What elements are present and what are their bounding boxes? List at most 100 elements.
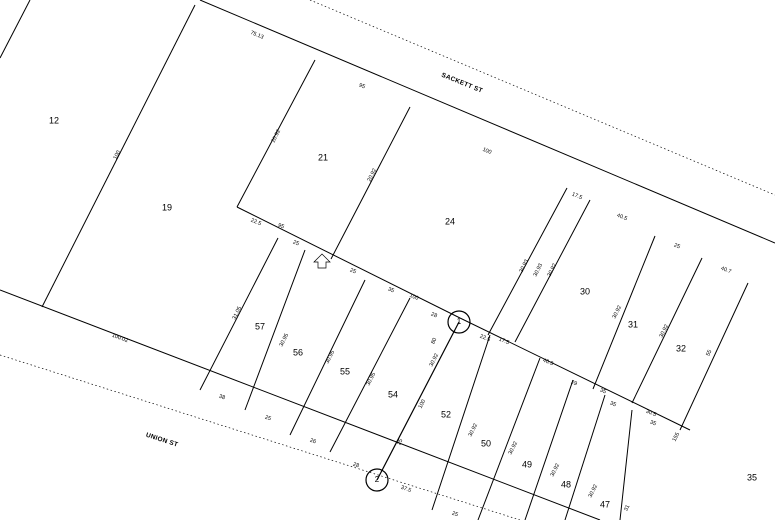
lot-number: 31 (628, 319, 638, 329)
lot-number: 54 (388, 389, 398, 399)
dimension-label: 30.92 (659, 324, 670, 339)
dimension-label: 25 (264, 415, 272, 423)
lot-number: 30 (580, 286, 590, 296)
dimension-label: 30.92 (588, 484, 599, 499)
dimension-label: 25 (451, 511, 459, 519)
lot-number: 35 (747, 472, 757, 482)
dimension-label: 55 (705, 349, 713, 357)
marker-2-circle[interactable] (365, 468, 389, 492)
dimension-label: 25 (349, 267, 357, 275)
lot-number: 56 (293, 347, 303, 357)
dimension-label: 22.5 (250, 218, 262, 228)
lot-line-56-55 (289, 279, 366, 436)
lot-line-12-19 (41, 4, 196, 308)
lot-line-57-w (199, 237, 279, 391)
lot-line-57-56 (244, 249, 306, 411)
dimension-label: 40.3 (542, 358, 554, 368)
dimension-label: 30.92 (547, 263, 558, 278)
dimension-label: 35 (387, 286, 395, 294)
union-row-line (0, 354, 521, 520)
measure-segment (376, 321, 460, 481)
dimension-label: 30.92 (550, 463, 561, 478)
union-block-line (0, 289, 601, 520)
lot-line-47-e (619, 409, 633, 520)
dimension-label: 31 (623, 504, 631, 512)
lot-number: 50 (481, 438, 491, 448)
lot-line-49-48 (524, 379, 574, 520)
street-label-sackett: SACKETT ST (440, 72, 483, 95)
dimension-label: 95 (277, 222, 285, 230)
dimension-label: 37.5 (400, 485, 412, 494)
lot-line-19-21 (236, 59, 316, 208)
dimension-label: 25 (396, 438, 404, 446)
lot-line-24-30b (514, 199, 591, 343)
dimension-label: 30.95 (279, 333, 290, 348)
dimension-label: 35 (609, 400, 617, 408)
block-corner-line (0, 0, 31, 59)
lot-number: 19 (162, 202, 172, 212)
dimension-label: 17.5 (571, 192, 583, 202)
marker-1-circle[interactable] (447, 310, 471, 334)
north-arrow-icon (313, 253, 331, 269)
lot-number: 21 (318, 152, 328, 162)
dimension-label: 155 (672, 432, 681, 443)
dimension-label: 22.5 (479, 334, 491, 344)
street-label-union: UNION ST (145, 432, 179, 449)
dimension-label: 30.92 (468, 423, 479, 438)
lot-line-31-32 (631, 257, 703, 404)
lot-number: 24 (445, 216, 455, 226)
dimension-label: 30.5 (645, 409, 657, 419)
lot-number: 57 (255, 321, 265, 331)
sackett-row-line (309, 0, 775, 196)
dimension-label: 100 (113, 150, 122, 161)
dimension-label: 28 (430, 311, 438, 319)
lot-line-21-24 (330, 106, 411, 260)
dimension-label: 40.5 (616, 213, 628, 223)
lot-line-55-54 (329, 297, 411, 453)
dimension-label: 20.92 (271, 129, 282, 144)
dimension-label: 17.5 (498, 337, 510, 347)
rear-lot-line-east (459, 317, 691, 431)
dimension-label: 100 (408, 293, 419, 302)
lot-number: 47 (600, 499, 610, 509)
lot-number: 49 (522, 459, 532, 469)
lot-line-24-30a (487, 187, 568, 336)
marker-1-label: 1 (457, 317, 462, 326)
rear-lot-line (236, 206, 461, 319)
lot-line-52-50 (431, 334, 491, 511)
dimension-label: 30.95 (366, 372, 377, 387)
lot-number: 48 (561, 479, 571, 489)
lot-number: 52 (441, 409, 451, 419)
lot-line-50-49 (477, 357, 541, 520)
lot-number: 55 (340, 366, 350, 376)
dimension-label: 100 (481, 147, 492, 156)
dimension-label: 28 (352, 462, 360, 470)
dimension-label: 75.13 (249, 30, 264, 41)
dimension-label: 30.93 (519, 259, 530, 274)
dimension-label: 29 (570, 379, 578, 387)
dimension-label: 26 (309, 438, 317, 446)
dimension-label: 30.93 (533, 263, 544, 278)
lot-line-32-33 (679, 282, 749, 431)
dimension-label: 20.92 (367, 168, 378, 183)
dimension-label: 25 (673, 242, 681, 250)
dimension-label: 25 (292, 239, 300, 247)
lot-number: 32 (676, 343, 686, 353)
marker-2-label: 2 (375, 475, 380, 484)
dimension-label: 30.92 (508, 441, 519, 456)
dimension-label: 31.05 (232, 306, 243, 321)
dimension-label: 38 (218, 394, 226, 402)
dimension-label: 30.92 (429, 353, 440, 368)
dimension-label: 35 (649, 419, 657, 427)
dimension-label: 80 (430, 337, 438, 345)
dimension-label: 30.95 (325, 350, 336, 365)
dimension-label: 100 (418, 399, 427, 410)
lot-line-30-31 (592, 235, 656, 390)
lot-line-48-47 (564, 394, 606, 520)
dimension-label: 40.7 (720, 266, 732, 276)
lot-number: 12 (49, 115, 59, 125)
dimension-label: 100.02 (111, 333, 129, 344)
dimension-label: 35 (599, 387, 607, 395)
